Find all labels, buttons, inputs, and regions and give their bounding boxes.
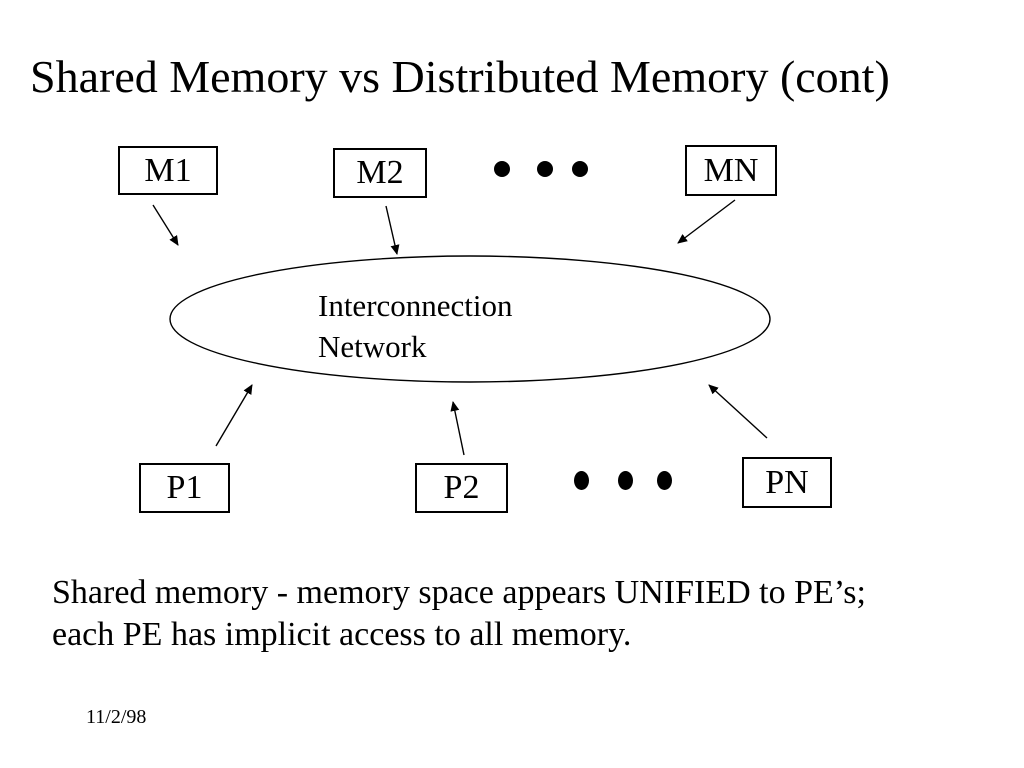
arrow-m1-to-network	[152, 204, 179, 246]
processor-box-p2-label: P2	[443, 469, 480, 506]
arrow-pn-to-network	[708, 384, 768, 439]
caption-line1: Shared memory - memory space appears UNI…	[52, 574, 866, 611]
memory-box-m2: M2	[333, 148, 427, 198]
interconnection-network-label: Interconnection Network	[318, 285, 513, 367]
memory-box-m1-label: M1	[144, 151, 192, 189]
arrow-p2-to-network	[450, 401, 465, 456]
processor-box-p2: P2	[415, 463, 508, 513]
network-label-line2: Network	[318, 329, 427, 364]
caption-line2: each PE has implicit access to all memor…	[52, 616, 632, 653]
dot-icon	[657, 471, 672, 490]
memory-box-m1: M1	[118, 146, 218, 195]
memory-box-mn: MN	[685, 145, 777, 196]
memory-box-m2-label: M2	[356, 154, 404, 191]
network-label-line1: Interconnection	[318, 288, 513, 323]
dot-icon	[572, 161, 588, 177]
processor-box-pn: PN	[742, 457, 832, 508]
caption-text: Shared memory - memory space appears UNI…	[52, 572, 866, 656]
arrow-m2-to-network	[385, 205, 400, 255]
arrow-mn-to-network	[677, 199, 736, 244]
date-stamp: 11/2/98	[86, 706, 147, 728]
dot-icon	[494, 161, 510, 177]
dot-icon	[574, 471, 589, 490]
memory-box-mn-label: MN	[703, 151, 759, 189]
processor-box-pn-label: PN	[765, 463, 809, 501]
arrow-p1-to-network	[215, 384, 253, 447]
slide-title: Shared Memory vs Distributed Memory (con…	[30, 51, 890, 102]
dot-icon	[537, 161, 553, 177]
processor-box-p1-label: P1	[166, 469, 203, 506]
dot-icon	[618, 471, 633, 490]
processor-box-p1: P1	[139, 463, 230, 513]
